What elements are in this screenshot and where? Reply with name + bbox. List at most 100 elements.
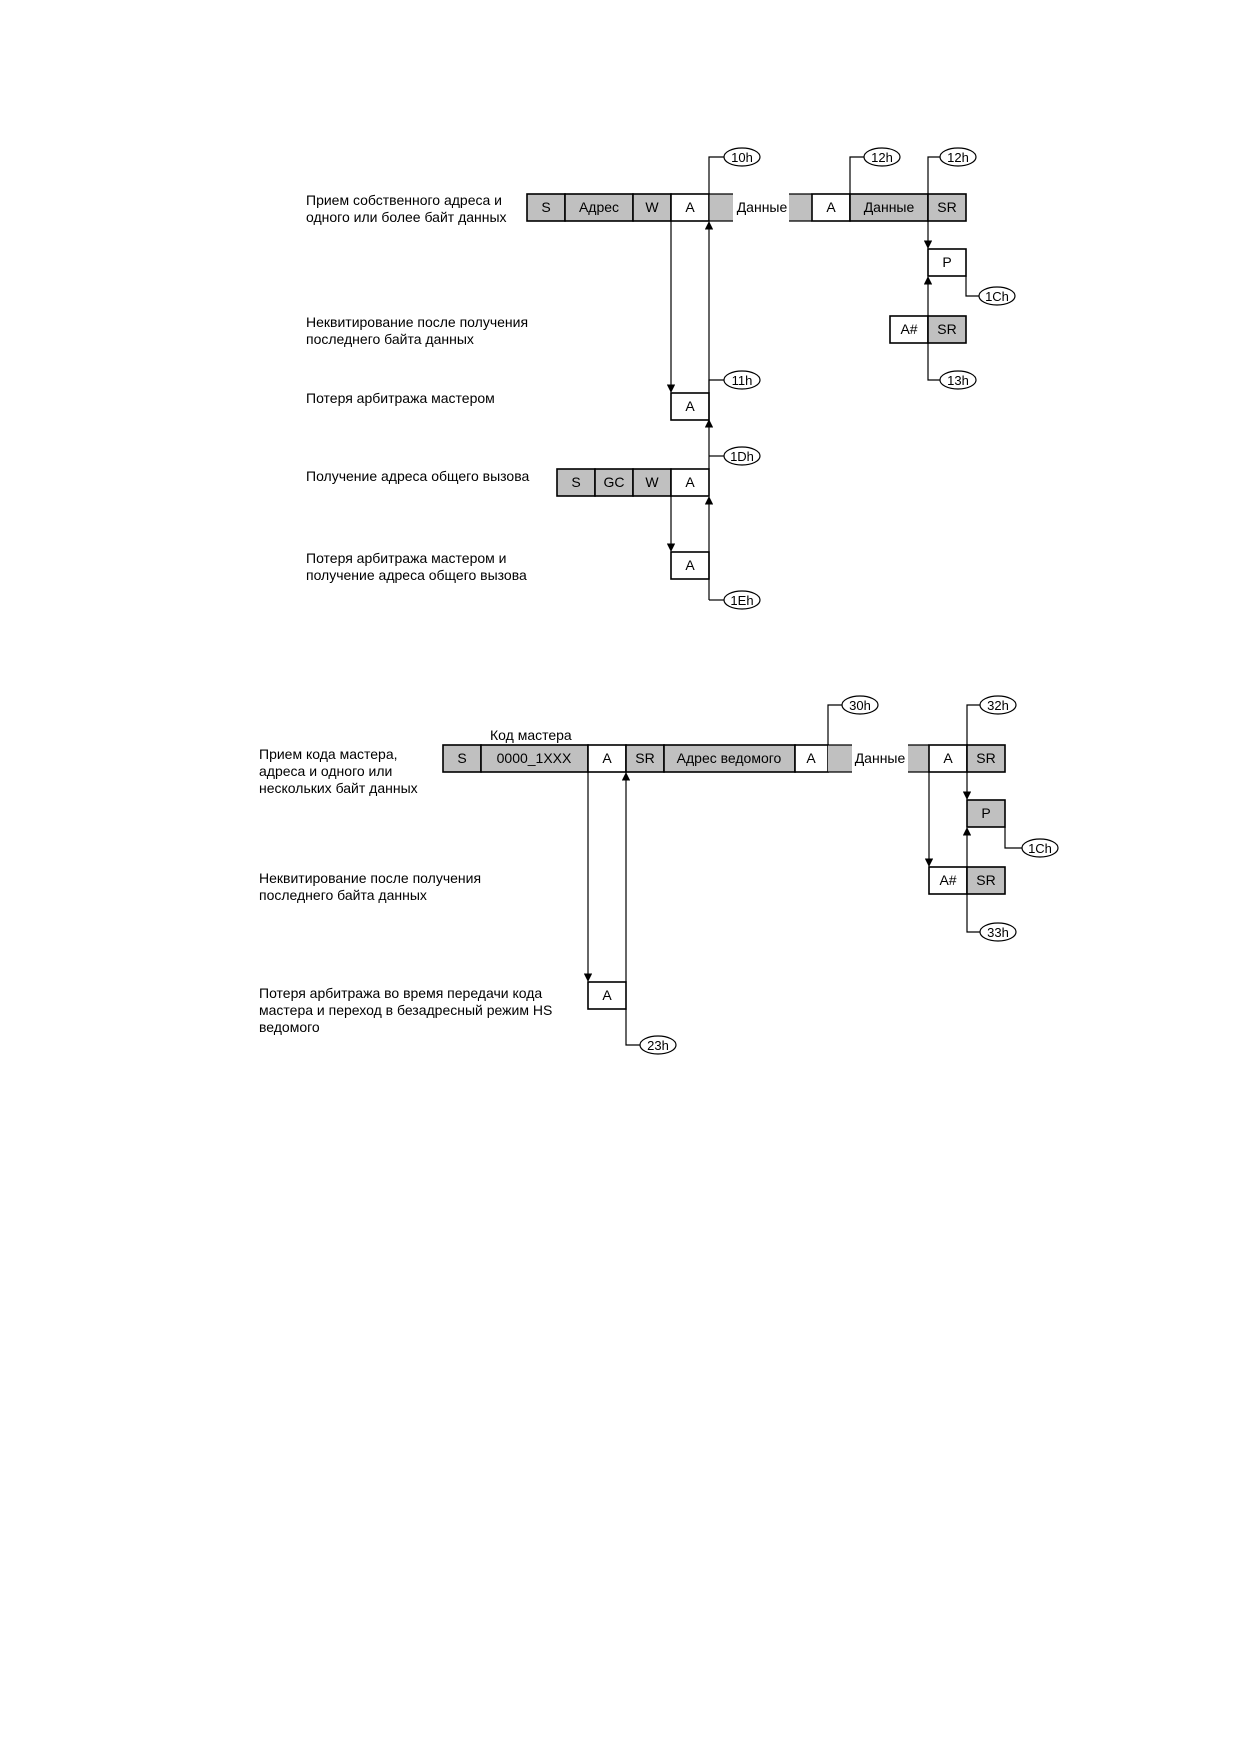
cell2-start-text: S (457, 750, 466, 766)
cell-gc (594, 468, 634, 497)
cell-data-gray-left (709, 194, 733, 221)
cell-data-text: Данные (864, 199, 915, 215)
tag-1eh-text: 1Eh (730, 593, 753, 608)
tag-13h-text: 13h (947, 373, 969, 388)
tag2-33h-text: 33h (987, 925, 1009, 940)
label-arbitration-lost: Потеря арбитража мастером (306, 390, 495, 406)
tag2-32h-text: 32h (987, 698, 1009, 713)
cell-repeated-start-text: SR (937, 199, 956, 215)
cell-gc-ack-text: A (685, 474, 695, 490)
cell-gc-start-text: S (571, 474, 580, 490)
connector-12h-a (849, 156, 864, 194)
cell2-slave-address-text: Адрес ведомого (677, 750, 782, 766)
cell-nack-sr (927, 315, 967, 344)
cell2-stop (966, 799, 1006, 828)
tag2-30h-text: 30h (849, 698, 871, 713)
tag-12h-b (939, 147, 977, 167)
cell2-repeated-start-2-text: SR (976, 750, 995, 766)
cell2-ack-3-text: A (943, 750, 953, 766)
cell-gc-ack (670, 468, 710, 497)
tag-1dh (723, 446, 761, 466)
label-arbitration-lost-general-call: Потеря арбитража мастером и получение ад… (306, 550, 527, 583)
data-gap-2-text: Данные (855, 750, 906, 766)
cell2-ack-arb-lost-text: A (602, 987, 612, 1003)
cell2-ack-3 (928, 744, 968, 773)
connector-1ch-1 (965, 276, 979, 297)
connector2-1ch (1004, 827, 1022, 849)
tag2-1ch-text: 1Ch (1028, 841, 1052, 856)
cell2-repeated-start-2 (966, 744, 1006, 773)
cell-ack-arb-lost-text: A (685, 398, 695, 414)
cell-start (526, 193, 566, 222)
cell-nack-sr-text: SR (937, 321, 956, 337)
cell2-start (442, 744, 482, 773)
tag-12h-a (863, 147, 901, 167)
cell2-master-code (480, 744, 589, 773)
tag-12h-b-text: 12h (947, 150, 969, 165)
tag-12h-a-text: 12h (871, 150, 893, 165)
tag-1ch-1-text: 1Ch (985, 289, 1009, 304)
cell-ack-arb-lost-gc-text: A (685, 557, 695, 573)
cell2-stop-text: P (981, 805, 990, 821)
cell-nack-text: A# (900, 321, 917, 337)
tag2-32h (979, 695, 1017, 715)
tag-10h (723, 147, 761, 167)
cell-write-text: W (645, 199, 659, 215)
cell-ack-text: A (685, 199, 695, 215)
tag-1ch-1 (978, 286, 1016, 306)
cell-address (564, 193, 634, 222)
cell2-data-gray-left (828, 745, 852, 772)
connector-11h (708, 379, 724, 420)
cell-start-text: S (541, 199, 550, 215)
connector2-30h (827, 704, 842, 745)
cell2-ack-arb-lost (587, 981, 627, 1010)
connector-10h (708, 156, 724, 221)
label-general-call: Получение адреса общего вызова (306, 468, 529, 484)
tag-13h (939, 370, 977, 390)
cell2-slave-address (663, 744, 796, 773)
cell-repeated-start (927, 193, 967, 222)
cell-ack-arb-lost (670, 392, 710, 421)
diagram-hs-master-code: Прием кода мастера, адреса и одного или … (259, 695, 1059, 1055)
tag2-23h-text: 23h (647, 1038, 669, 1053)
label-master-code: Прием кода мастера, адреса и одного или … (259, 746, 418, 796)
tag2-23h (639, 1035, 677, 1055)
cell2-ack-text: A (602, 750, 612, 766)
cell-stop-text: P (942, 254, 951, 270)
cell-data (849, 193, 929, 222)
label-own-address: Прием собственного адреса и одного или б… (306, 192, 507, 225)
tag-1dh-text: 1Dh (730, 449, 754, 464)
cell-stop (927, 248, 967, 277)
tag-10h-text: 10h (731, 150, 753, 165)
diagram-slave-receiver: Прием собственного адреса и одного или б… (306, 147, 1016, 610)
cell-data-gray-right (789, 194, 812, 221)
cell2-repeated-start-text: SR (635, 750, 654, 766)
cell2-nack-sr (966, 866, 1006, 895)
connector-12h-b (927, 156, 940, 194)
label-master-code-header: Код мастера (490, 727, 572, 743)
connector2-33h (966, 894, 980, 933)
cell-write (632, 193, 672, 222)
label-nack-last-byte-2: Неквитирование после получения последнег… (259, 870, 485, 903)
cell2-data-gray-right (908, 745, 929, 772)
cell-gc-text: GC (604, 474, 625, 490)
cell-gc-start (556, 468, 596, 497)
tag2-30h (841, 695, 879, 715)
connector2-23h (625, 1009, 640, 1046)
connector-13h (927, 343, 940, 381)
tag2-33h (979, 922, 1017, 942)
connector2-32h (966, 704, 980, 745)
label-arbitration-lost-hs: Потеря арбитража во время передачи кода … (259, 985, 556, 1035)
cell2-master-code-text: 0000_1XXX (497, 750, 572, 766)
cell-address-text: Адрес (579, 199, 619, 215)
tag-11h (723, 370, 761, 390)
tag-1eh (723, 590, 761, 610)
cell2-nack-text: A# (939, 872, 956, 888)
cell-ack-2-text: A (826, 199, 836, 215)
cell2-nack-sr-text: SR (976, 872, 995, 888)
tag-11h-text: 11h (732, 373, 753, 388)
cell2-repeated-start (625, 744, 665, 773)
label-nack-last-byte: Неквитирование после получения последнег… (306, 314, 532, 347)
cell-gc-write-text: W (645, 474, 659, 490)
cell2-ack-2-text: A (806, 750, 816, 766)
